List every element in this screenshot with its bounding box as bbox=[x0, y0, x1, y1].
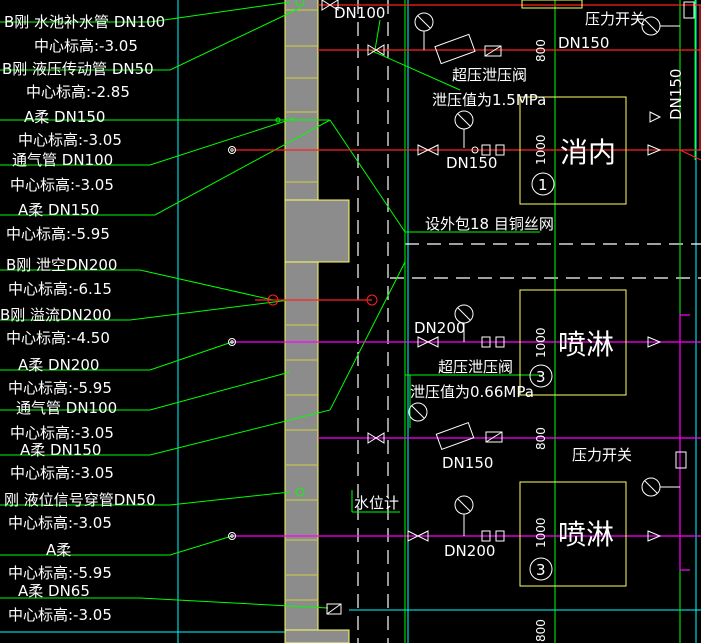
red-pipes bbox=[234, 4, 701, 301]
pump-1-gap: 800 bbox=[534, 39, 548, 62]
dn200-mid-label: DN200 bbox=[414, 319, 465, 337]
water-level-gauge-label: 水位计 bbox=[354, 494, 399, 512]
pump-3-number: 3 bbox=[536, 561, 546, 579]
label-pipe-13: A柔 DN65 bbox=[18, 582, 90, 600]
label-pipe-6: B刚 泄空DN200 bbox=[6, 256, 117, 274]
pressure-switch-top-label: 压力开关 bbox=[585, 10, 645, 28]
pump-3-name: 喷淋 bbox=[558, 518, 614, 551]
pump-3-gap: 800 bbox=[534, 619, 548, 642]
pump-1-dim: 1000 bbox=[534, 134, 548, 165]
pump-2-name: 喷淋 bbox=[558, 328, 614, 361]
pump-2-box bbox=[519, 289, 627, 396]
label-elev-11: 中心标高:-3.05 bbox=[8, 514, 112, 532]
pump-3-box bbox=[519, 481, 627, 587]
sleeves bbox=[228, 146, 236, 540]
dn150-lower-label: DN150 bbox=[442, 454, 493, 472]
label-elev-12: 中心标高:-5.95 bbox=[8, 564, 112, 582]
pump-boxes bbox=[519, 0, 627, 587]
pump-2-gap: 800 bbox=[534, 427, 548, 450]
dn150-top-right-label: DN150 bbox=[558, 34, 609, 52]
annotations: DN100 DN150 压力开关 超压泄压阀 泄压值为1.5MPa DN150 … bbox=[334, 4, 685, 560]
label-elev-6: 中心标高:-6.15 bbox=[8, 280, 112, 298]
pump-1-box bbox=[519, 96, 627, 205]
label-elev-2: 中心标高:-2.85 bbox=[26, 83, 130, 101]
pump-1-number-circle bbox=[531, 172, 555, 196]
label-pipe-8: A柔 DN200 bbox=[18, 356, 99, 374]
pump-1-name: 消内 bbox=[560, 136, 616, 169]
label-pipe-11: 刚 液位信号穿管DN50 bbox=[4, 491, 156, 509]
relief-value-2-label: 泄压值为0.66MPa bbox=[410, 383, 534, 401]
label-elev-4: 中心标高:-3.05 bbox=[10, 176, 114, 194]
pump-2-dim: 1000 bbox=[534, 327, 548, 358]
label-pipe-9: 通气管 DN100 bbox=[16, 399, 117, 417]
label-pipe-5: A柔 DN150 bbox=[18, 201, 99, 219]
pump-3-number-circle bbox=[529, 557, 553, 581]
dn150-mid-label: DN150 bbox=[446, 154, 497, 172]
relief-valve-2-label: 超压泄压阀 bbox=[438, 358, 513, 376]
relief-valve-1-label: 超压泄压阀 bbox=[452, 66, 527, 84]
dn200-lower-label: DN200 bbox=[444, 542, 495, 560]
label-elev-9: 中心标高:-3.05 bbox=[10, 424, 114, 442]
left-labels: B刚 水池补水管 DN100 中心标高:-3.05 B刚 液压传动管 DN50 … bbox=[0, 13, 165, 624]
pump-1-number: 1 bbox=[538, 176, 548, 194]
label-pipe-4: 通气管 DN100 bbox=[12, 151, 113, 169]
pump-3-dim: 1000 bbox=[534, 517, 548, 548]
dn150-vertical-label: DN150 bbox=[667, 69, 685, 120]
label-pipe-12: A柔 bbox=[46, 541, 71, 559]
mesh-note-label: 设外包18 目铜丝网 bbox=[425, 215, 554, 233]
valves bbox=[321, 0, 695, 615]
label-elev-1: 中心标高:-3.05 bbox=[34, 37, 138, 55]
magenta-pipes bbox=[232, 314, 701, 571]
label-pipe-2: B刚 液压传动管 DN50 bbox=[2, 60, 154, 78]
label-elev-13: 中心标高:-3.05 bbox=[8, 606, 112, 624]
pump-2-number: 3 bbox=[536, 368, 546, 386]
dn100-top-label: DN100 bbox=[334, 4, 385, 22]
relief-value-1-label: 泄压值为1.5MPa bbox=[432, 91, 546, 109]
label-pipe-1: B刚 水池补水管 DN100 bbox=[4, 13, 165, 31]
label-pipe-7: B刚 溢流DN200 bbox=[0, 306, 111, 324]
label-pipe-3: A柔 DN150 bbox=[24, 108, 105, 126]
pressure-switch-lower-label: 压力开关 bbox=[572, 446, 632, 464]
label-elev-7: 中心标高:-4.50 bbox=[6, 329, 110, 347]
wall bbox=[284, 0, 350, 643]
label-pipe-10: A柔 DN150 bbox=[20, 441, 101, 459]
pump-2-number-circle bbox=[529, 364, 553, 388]
label-elev-8: 中心标高:-5.95 bbox=[8, 379, 112, 397]
label-elev-10: 中心标高:-3.05 bbox=[10, 464, 114, 482]
pump-labels: 消内 1 1000 800 喷淋 3 1000 800 喷淋 3 1000 80… bbox=[534, 39, 616, 642]
label-elev-3: 中心标高:-3.05 bbox=[18, 131, 122, 149]
label-elev-5: 中心标高:-5.95 bbox=[6, 225, 110, 243]
